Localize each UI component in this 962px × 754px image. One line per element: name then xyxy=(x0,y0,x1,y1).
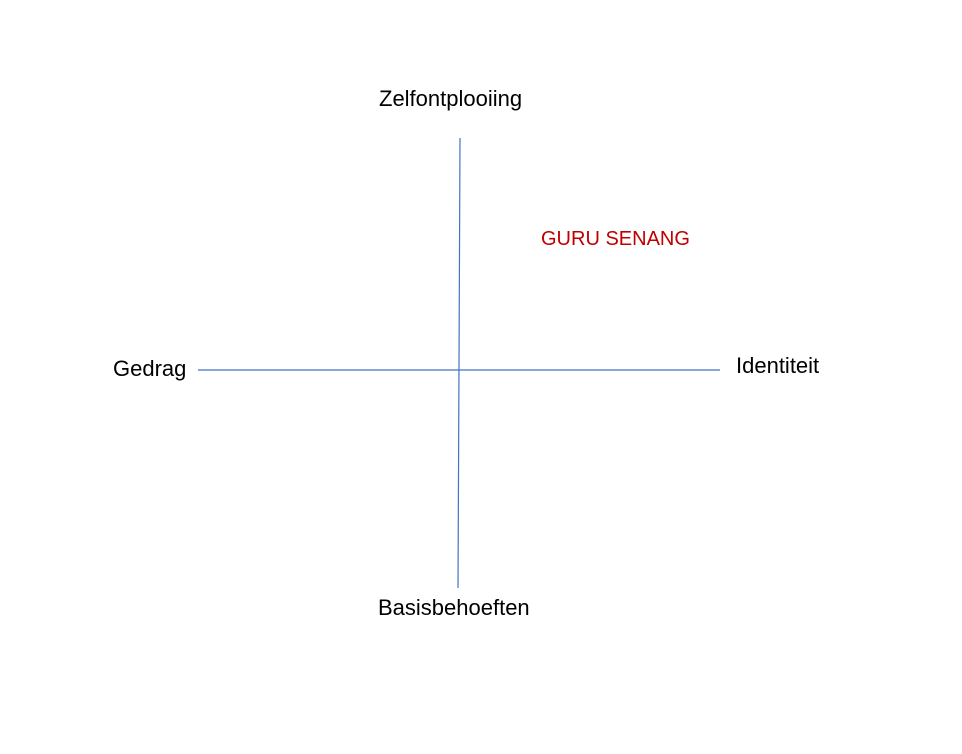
vertical-axis xyxy=(457,137,461,589)
axis-label-left: Gedrag xyxy=(113,356,187,381)
axis-label-top: Zelfontplooiing xyxy=(379,86,523,111)
axis-label-right: Identiteit xyxy=(736,353,820,378)
axis-label-bottom: Basisbehoeften xyxy=(378,595,530,620)
callout-text: GURU SENANG xyxy=(541,228,690,250)
